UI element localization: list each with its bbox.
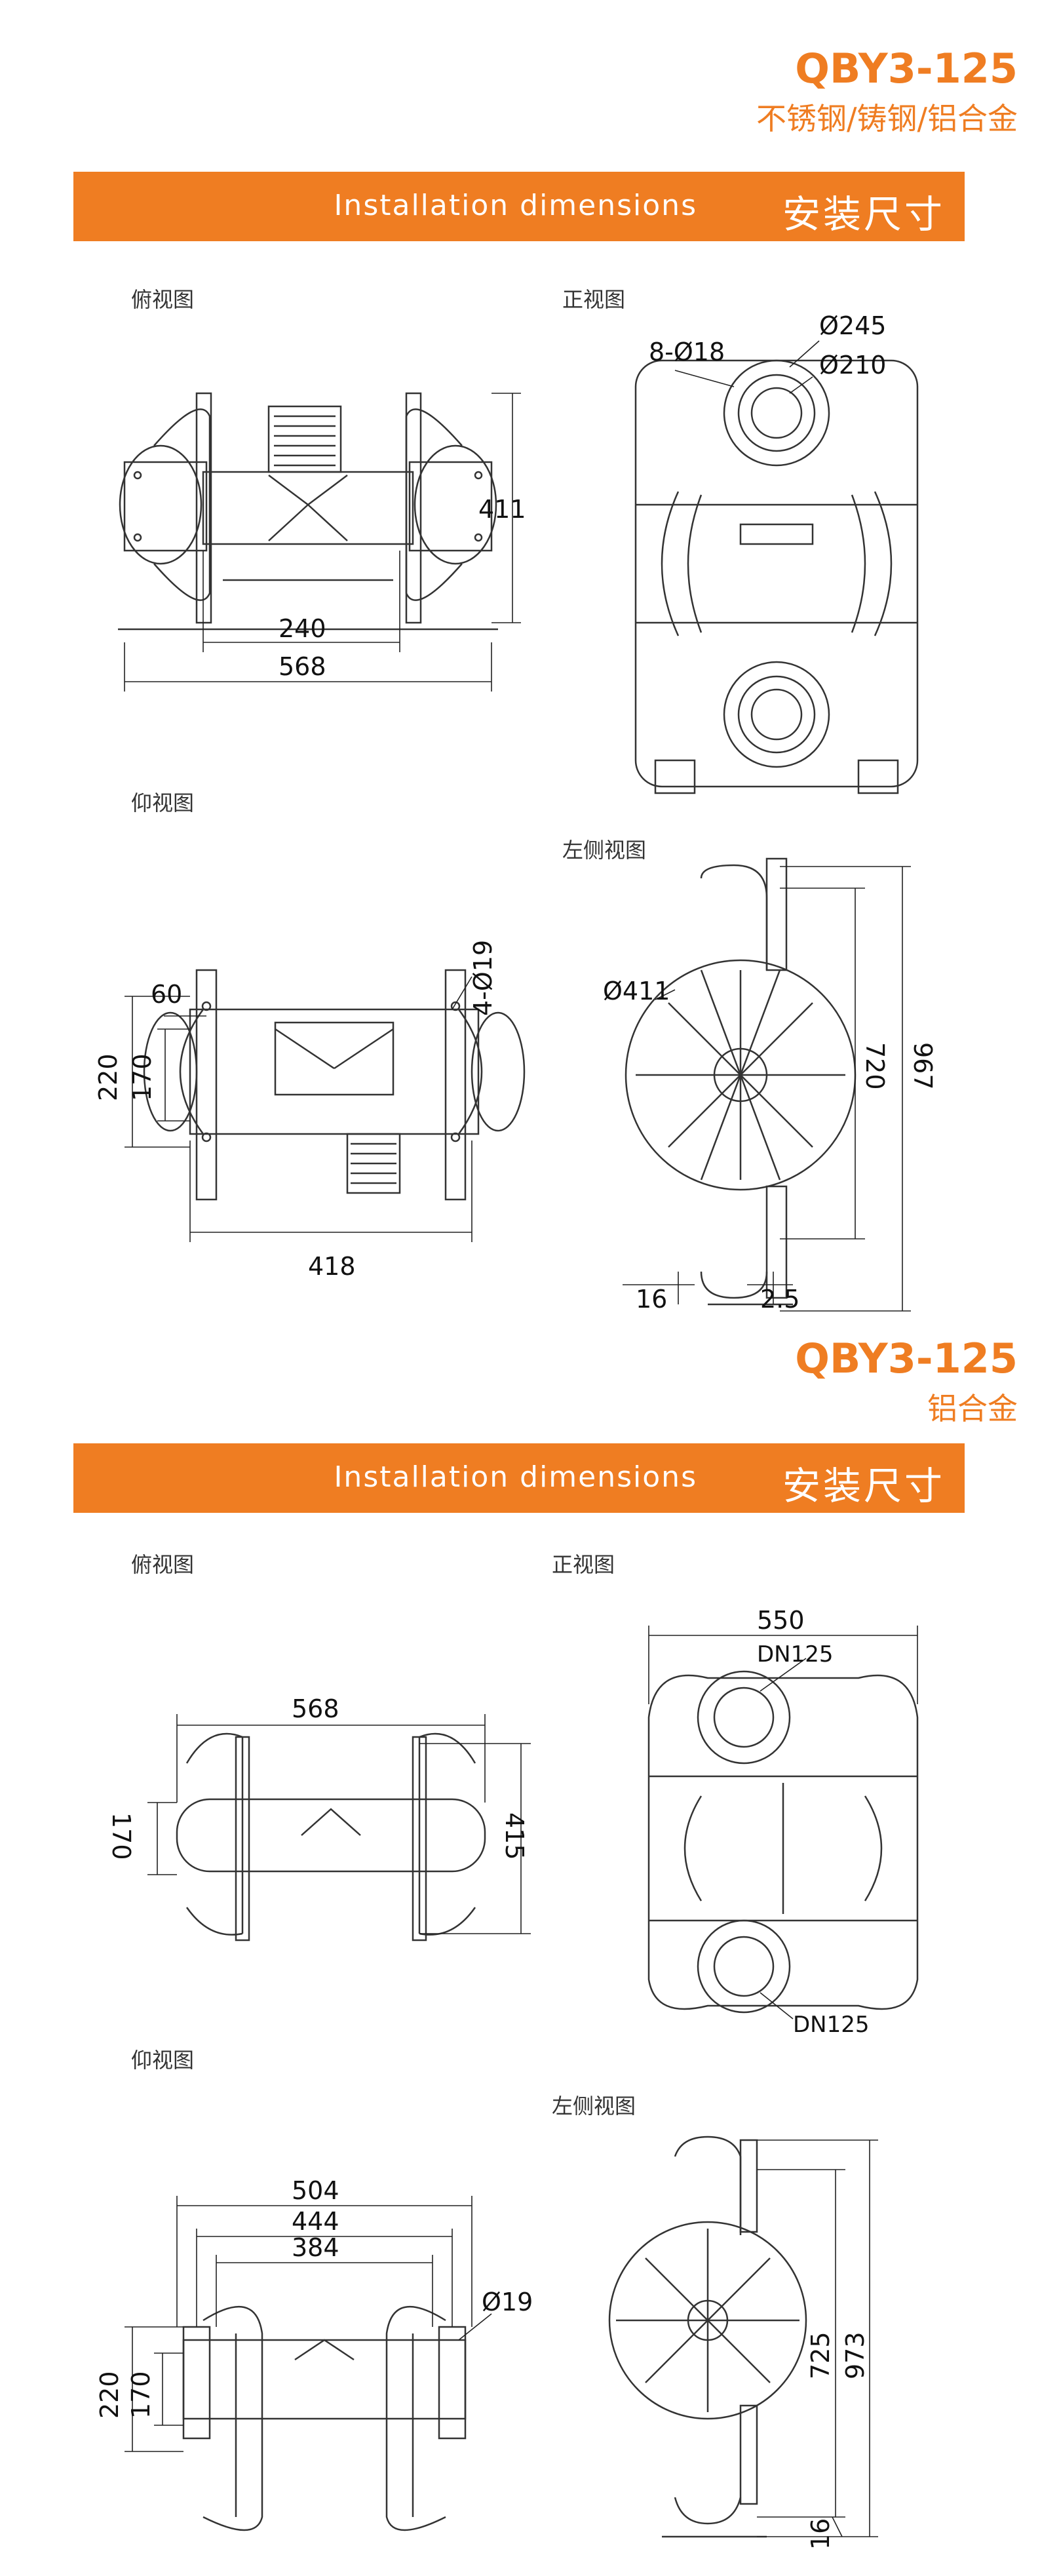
s2-bottom-dim-504: 504 xyxy=(292,2176,339,2205)
section1-front-view-drawing: 8-Ø18 Ø245 Ø210 xyxy=(634,311,919,794)
s2-bottom-dim-384: 384 xyxy=(292,2233,339,2262)
top-dim-568: 568 xyxy=(279,652,326,681)
s2-top-dim-568: 568 xyxy=(292,1694,339,1723)
side-dim-2-5: 2.5 xyxy=(760,1285,799,1314)
section1-material: 不锈钢/铸钢/铝合金 xyxy=(756,101,1018,136)
section2-top-view-drawing: 568 170 415 xyxy=(107,1694,531,1942)
section2-side-view-drawing: 725 973 16 xyxy=(608,2136,878,2550)
section2-model-title: QBY3-125 xyxy=(795,1335,1018,1382)
front-dim-bolts: 8-Ø18 xyxy=(649,338,725,366)
bottom-dim-418: 418 xyxy=(308,1252,356,1281)
s2-top-dim-415: 415 xyxy=(500,1812,529,1860)
section1-bottom-view-drawing: 60 4-Ø19 220 170 418 xyxy=(94,940,526,1281)
top-dim-411: 411 xyxy=(478,495,526,524)
bottom-dim-220: 220 xyxy=(94,1053,123,1101)
section1-side-view-drawing: Ø411 720 967 16 2.5 xyxy=(603,857,937,1314)
s2-front-dim-dn-top: DN125 xyxy=(757,1641,834,1668)
section1-top-view-label: 俯视图 xyxy=(131,287,195,312)
front-dim-outer-dia: Ø245 xyxy=(819,311,886,340)
section1-bottom-view-label: 仰视图 xyxy=(131,790,195,815)
section2-front-view-label: 正视图 xyxy=(552,1552,615,1577)
side-dim-16: 16 xyxy=(636,1285,667,1314)
banner-chinese-title: 安装尺寸 xyxy=(782,192,945,237)
side-dim-diameter: Ø411 xyxy=(603,977,670,1005)
side-dim-720: 720 xyxy=(860,1042,889,1090)
s2-bottom-dim-444: 444 xyxy=(292,2207,339,2236)
section2-top-view-label: 俯视图 xyxy=(131,1552,195,1577)
s2-top-dim-170: 170 xyxy=(107,1812,136,1860)
bottom-dim-holes: 4-Ø19 xyxy=(469,940,497,1016)
section1-side-view-label: 左侧视图 xyxy=(562,838,647,863)
s2-side-dim-16: 16 xyxy=(806,2518,835,2550)
banner-english-title: Installation dimensions xyxy=(334,1460,697,1494)
section2-bottom-view-drawing: 504 444 384 Ø19 220 170 xyxy=(95,2176,533,2531)
section1-top-view-drawing: 240 568 411 xyxy=(118,392,526,692)
s2-side-dim-973: 973 xyxy=(841,2332,870,2379)
front-dim-inner-dia: Ø210 xyxy=(819,351,886,380)
section2-banner: Installation dimensions 安装尺寸 xyxy=(73,1443,965,1513)
bottom-dim-170: 170 xyxy=(128,1053,157,1101)
section2-material: 铝合金 xyxy=(927,1391,1018,1426)
s2-front-dim-550: 550 xyxy=(757,1606,805,1635)
bottom-dim-60: 60 xyxy=(151,980,182,1009)
section1-front-view-label: 正视图 xyxy=(562,287,626,312)
banner-chinese-title: 安装尺寸 xyxy=(782,1464,945,1508)
s2-side-dim-725: 725 xyxy=(806,2332,835,2379)
section1-banner: Installation dimensions 安装尺寸 xyxy=(73,172,965,241)
side-dim-967: 967 xyxy=(908,1042,937,1090)
s2-front-dim-dn-bottom: DN125 xyxy=(793,2012,870,2038)
section2-side-view-label: 左侧视图 xyxy=(552,2094,636,2118)
top-dim-240: 240 xyxy=(279,614,326,643)
s2-bottom-dim-hole: Ø19 xyxy=(482,2288,533,2316)
section1-model-title: QBY3-125 xyxy=(795,45,1018,92)
banner-english-title: Installation dimensions xyxy=(334,189,697,222)
s2-bottom-dim-170: 170 xyxy=(126,2371,155,2419)
section2-front-view-drawing: 550 DN125 DN125 xyxy=(647,1606,919,2038)
section2-bottom-view-label: 仰视图 xyxy=(131,2048,195,2073)
s2-bottom-dim-220: 220 xyxy=(95,2371,124,2419)
